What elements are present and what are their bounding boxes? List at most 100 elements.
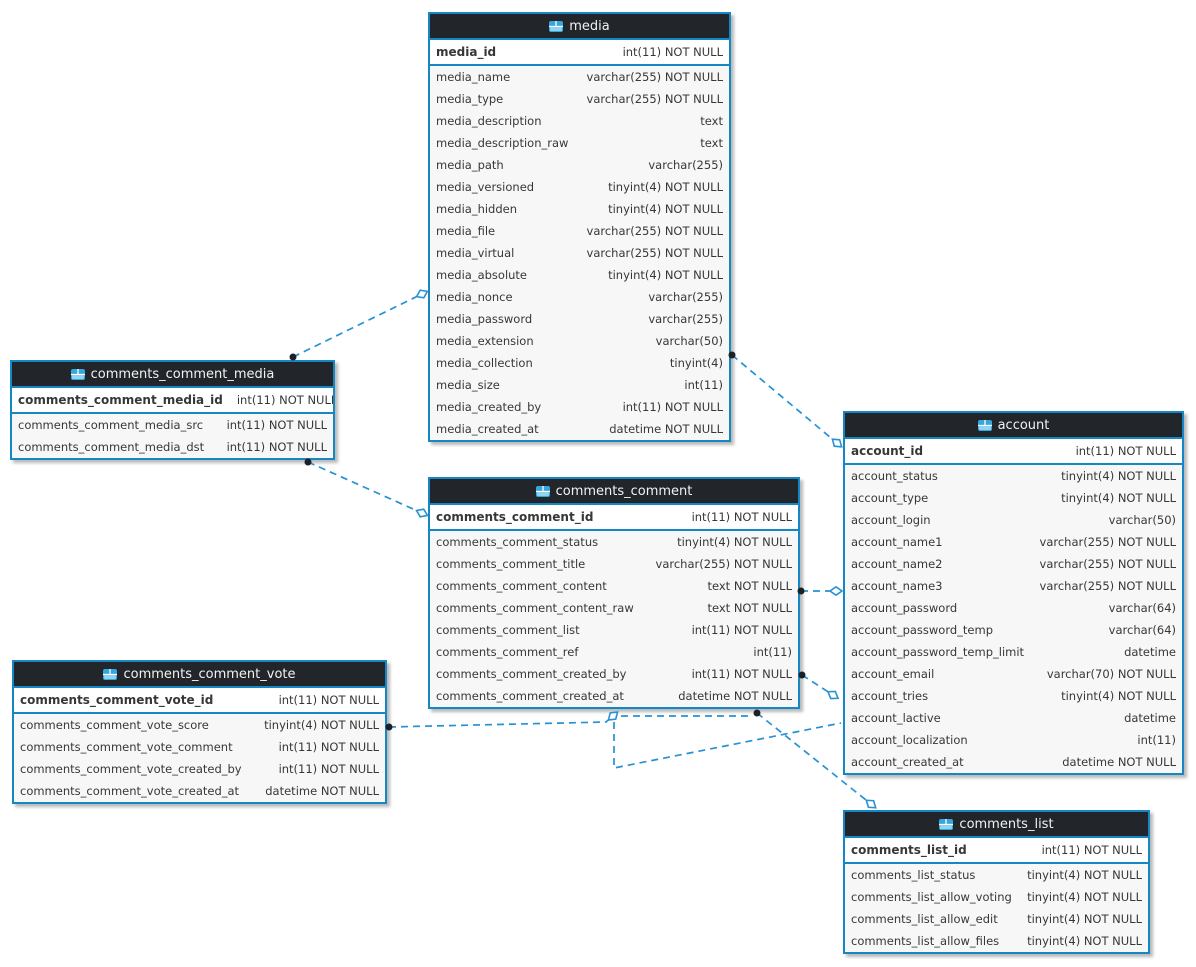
table-icon bbox=[103, 668, 118, 680]
column-name: media_extension bbox=[436, 334, 534, 348]
column-type: int(11) NOT NULL bbox=[236, 393, 333, 407]
column-name: comments_comment_vote_created_by bbox=[20, 762, 242, 776]
table-header-account[interactable]: account bbox=[845, 413, 1182, 439]
column-name: comments_list_status bbox=[851, 868, 976, 882]
column-type: tinyint(4) NOT NULL bbox=[608, 180, 723, 194]
column-name: media_description bbox=[436, 114, 542, 128]
column-type: int(11) NOT NULL bbox=[1041, 843, 1142, 857]
table-header-comments_comment_vote[interactable]: comments_comment_vote bbox=[14, 662, 385, 688]
table-icon bbox=[549, 20, 564, 32]
column-type: tinyint(4) NOT NULL bbox=[608, 268, 723, 282]
column-type: varchar(50) bbox=[1108, 513, 1176, 527]
column-type: tinyint(4) NOT NULL bbox=[677, 535, 792, 549]
column-name: comments_comment_vote_created_at bbox=[20, 784, 240, 798]
column-name: account_tries bbox=[851, 689, 929, 703]
table-title: comments_list bbox=[959, 816, 1054, 832]
table-title: media bbox=[569, 18, 610, 34]
column-name: media_size bbox=[436, 378, 500, 392]
column-name: comments_comment_created_at bbox=[436, 689, 624, 703]
table-icon bbox=[103, 668, 118, 680]
table-header-comments_comment[interactable]: comments_comment bbox=[430, 479, 798, 505]
column-type: varchar(255) bbox=[648, 312, 723, 326]
table-header-comments_comment_media[interactable]: comments_comment_media bbox=[12, 362, 333, 388]
column-type: tinyint(4) NOT NULL bbox=[1027, 934, 1142, 948]
column-name: comments_comment_vote_score bbox=[20, 718, 209, 732]
table-header-comments_list[interactable]: comments_list bbox=[845, 812, 1148, 838]
column-type: tinyint(4) NOT NULL bbox=[608, 202, 723, 216]
column-type: varchar(255) NOT NULL bbox=[1039, 579, 1176, 593]
column-name: account_created_at bbox=[851, 755, 964, 769]
column-type: varchar(255) bbox=[648, 158, 723, 172]
column-name: account_name3 bbox=[851, 579, 943, 593]
column-type: varchar(64) bbox=[1108, 623, 1176, 637]
column-type: varchar(255) NOT NULL bbox=[586, 224, 723, 238]
column-row[interactable]: account_name3 varchar(255) NOT NULL bbox=[845, 575, 1182, 597]
column-name: account_email bbox=[851, 667, 935, 681]
column-type: int(11) NOT NULL bbox=[691, 510, 792, 524]
column-name: comments_comment_media_src bbox=[18, 418, 204, 432]
table-header-media[interactable]: media bbox=[430, 14, 729, 40]
column-type: int(11) NOT NULL bbox=[691, 623, 792, 637]
